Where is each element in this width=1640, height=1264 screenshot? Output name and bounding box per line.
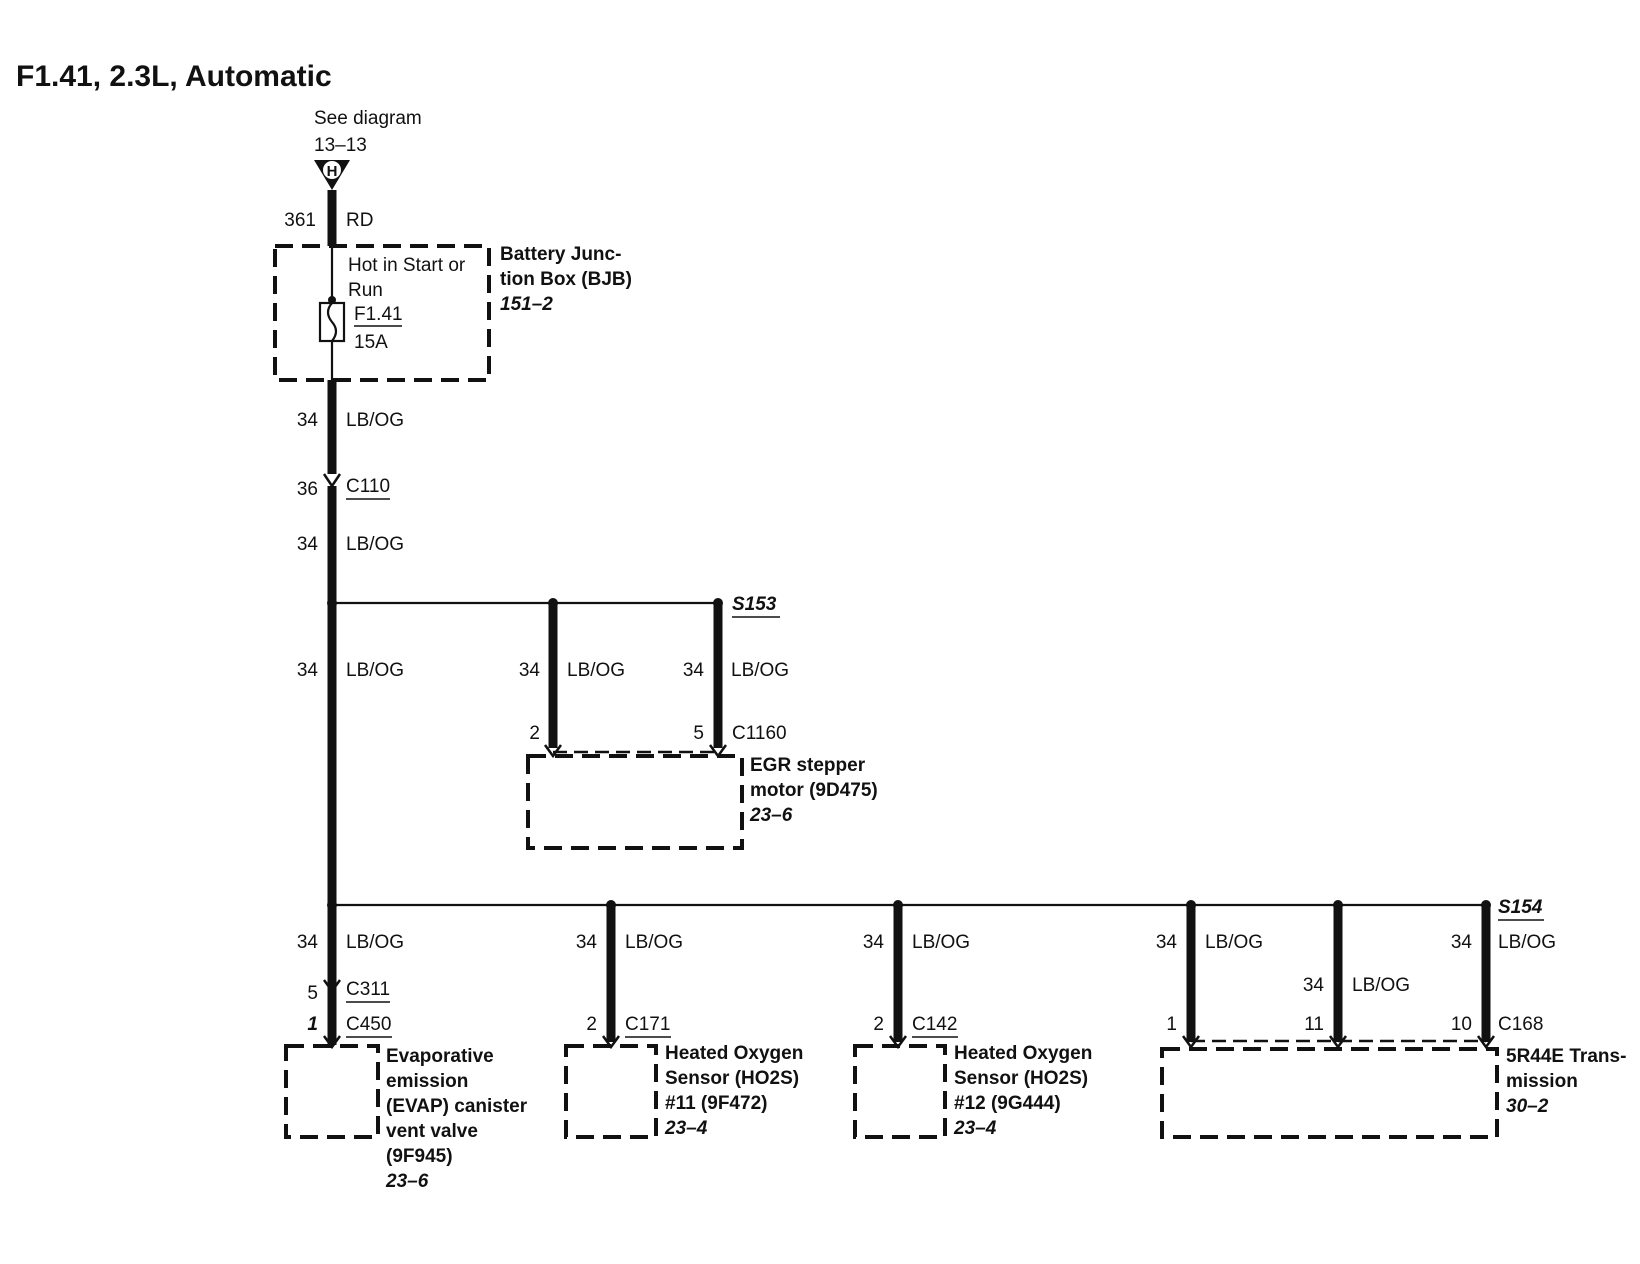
trans-box <box>1160 1047 1499 1139</box>
egr-name-line1: EGR stepper <box>750 755 866 776</box>
evap-conn-lower: C450 <box>346 1014 391 1035</box>
ho2s11-ref: 23–4 <box>664 1118 708 1139</box>
source-ref-line2: 13–13 <box>314 135 367 156</box>
c110-connector-icon <box>322 473 342 489</box>
ho2s11-line-2: Sensor (HO2S) <box>665 1068 799 1089</box>
c110-pin: 36 <box>297 479 318 500</box>
bjb-ref: 151–2 <box>500 294 553 315</box>
evap-line-1: Evaporative <box>386 1046 494 1067</box>
trans-line-2: mission <box>1506 1071 1578 1092</box>
egr-wire2-color: LB/OG <box>731 660 789 681</box>
fuse-rating: 15A <box>354 332 388 353</box>
trans-wire3-color: LB/OG <box>1498 932 1556 953</box>
egr-connector: C1160 <box>732 723 787 744</box>
bjb-box <box>273 244 491 382</box>
ho2s12-line-1: Heated Oxygen <box>954 1043 1092 1064</box>
evap-pin-lower: 1 <box>307 1014 318 1035</box>
wire-b-color: LB/OG <box>346 534 404 555</box>
trans-wire1-color: LB/OG <box>1205 932 1263 953</box>
source-connector-icon: H <box>314 160 350 190</box>
trans-pin2: 11 <box>1304 1014 1324 1035</box>
ho2s11-box <box>564 1044 658 1139</box>
fuse-name: F1.41 <box>354 304 403 325</box>
trans-ref: 30–2 <box>1506 1096 1549 1117</box>
evap-line-3: (EVAP) canister <box>386 1096 528 1117</box>
bjb-hot-line1: Hot in Start or <box>348 255 466 276</box>
egr-wire2-circuit: 34 <box>683 660 705 681</box>
ho2s12-line-3: #12 (9G444) <box>954 1093 1061 1114</box>
evap-color: LB/OG <box>346 932 404 953</box>
trans-wire3-circuit: 34 <box>1451 932 1473 953</box>
wire-a-circuit: 34 <box>297 410 319 431</box>
ho2s11-color: LB/OG <box>625 932 683 953</box>
egr-wire1-color: LB/OG <box>567 660 625 681</box>
evap-pin-upper: 5 <box>307 983 318 1004</box>
egr-pin1: 2 <box>529 723 540 744</box>
ho2s11-circuit: 34 <box>576 932 598 953</box>
evap-line-4: vent valve <box>386 1121 478 1142</box>
egr-wire1-circuit: 34 <box>519 660 541 681</box>
ho2s11-line-1: Heated Oxygen <box>665 1043 803 1064</box>
wire-c-circuit: 34 <box>297 660 319 681</box>
trans-wire2-color: LB/OG <box>1352 975 1410 996</box>
evap-circuit: 34 <box>297 932 319 953</box>
ho2s11-connector: C171 <box>625 1014 670 1035</box>
egr-ref: 23–6 <box>749 805 793 826</box>
bjb-name-line2: tion Box (BJB) <box>500 269 632 290</box>
ho2s12-connector: C142 <box>912 1014 957 1035</box>
ho2s11-pin: 2 <box>586 1014 597 1035</box>
trans-pin1: 1 <box>1166 1014 1177 1035</box>
c110-name: C110 <box>346 476 390 497</box>
trans-line-1: 5R44E Trans- <box>1506 1046 1626 1067</box>
ho2s12-line-2: Sensor (HO2S) <box>954 1068 1088 1089</box>
page-title: F1.41, 2.3L, Automatic <box>16 60 332 93</box>
c450-connector-icon <box>322 1035 342 1050</box>
ho2s12-color: LB/OG <box>912 932 970 953</box>
ho2s12-circuit: 34 <box>863 932 885 953</box>
evap-box <box>284 1044 380 1139</box>
s153-name: S153 <box>732 594 777 615</box>
ho2s12-ref: 23–4 <box>953 1118 997 1139</box>
egr-pin2: 5 <box>693 723 704 744</box>
bjb-name-line1: Battery Junc- <box>500 244 621 265</box>
bjb-hot-line2: Run <box>348 280 383 301</box>
fuse-icon <box>318 301 346 343</box>
evap-line-2: emission <box>386 1071 468 1092</box>
source-connector-letter: H <box>327 163 338 180</box>
trans-connector: C168 <box>1498 1014 1543 1035</box>
evap-conn-upper: C311 <box>346 979 390 1000</box>
evap-line-5: (9F945) <box>386 1146 453 1167</box>
egr-pin1-connector-icon <box>543 744 563 759</box>
trans-wire1-circuit: 34 <box>1156 932 1178 953</box>
evap-ref: 23–6 <box>385 1171 429 1192</box>
trans-wire2-circuit: 34 <box>1303 975 1325 996</box>
c311-connector-icon <box>322 979 342 994</box>
egr-name-line2: motor (9D475) <box>750 780 878 801</box>
wire-c-color: LB/OG <box>346 660 404 681</box>
source-ref-line1: See diagram <box>314 108 422 129</box>
wire-a-color: LB/OG <box>346 410 404 431</box>
egr-box <box>526 754 744 850</box>
ho2s12-box <box>853 1044 947 1139</box>
wire-b-circuit: 34 <box>297 534 319 555</box>
wire-361-circuit: 361 <box>284 210 316 231</box>
ho2s11-line-3: #11 (9F472) <box>665 1093 767 1114</box>
s154-name: S154 <box>1498 897 1543 918</box>
wire-361-color: RD <box>346 210 373 231</box>
ho2s12-pin: 2 <box>873 1014 884 1035</box>
trans-pin3: 10 <box>1451 1014 1472 1035</box>
